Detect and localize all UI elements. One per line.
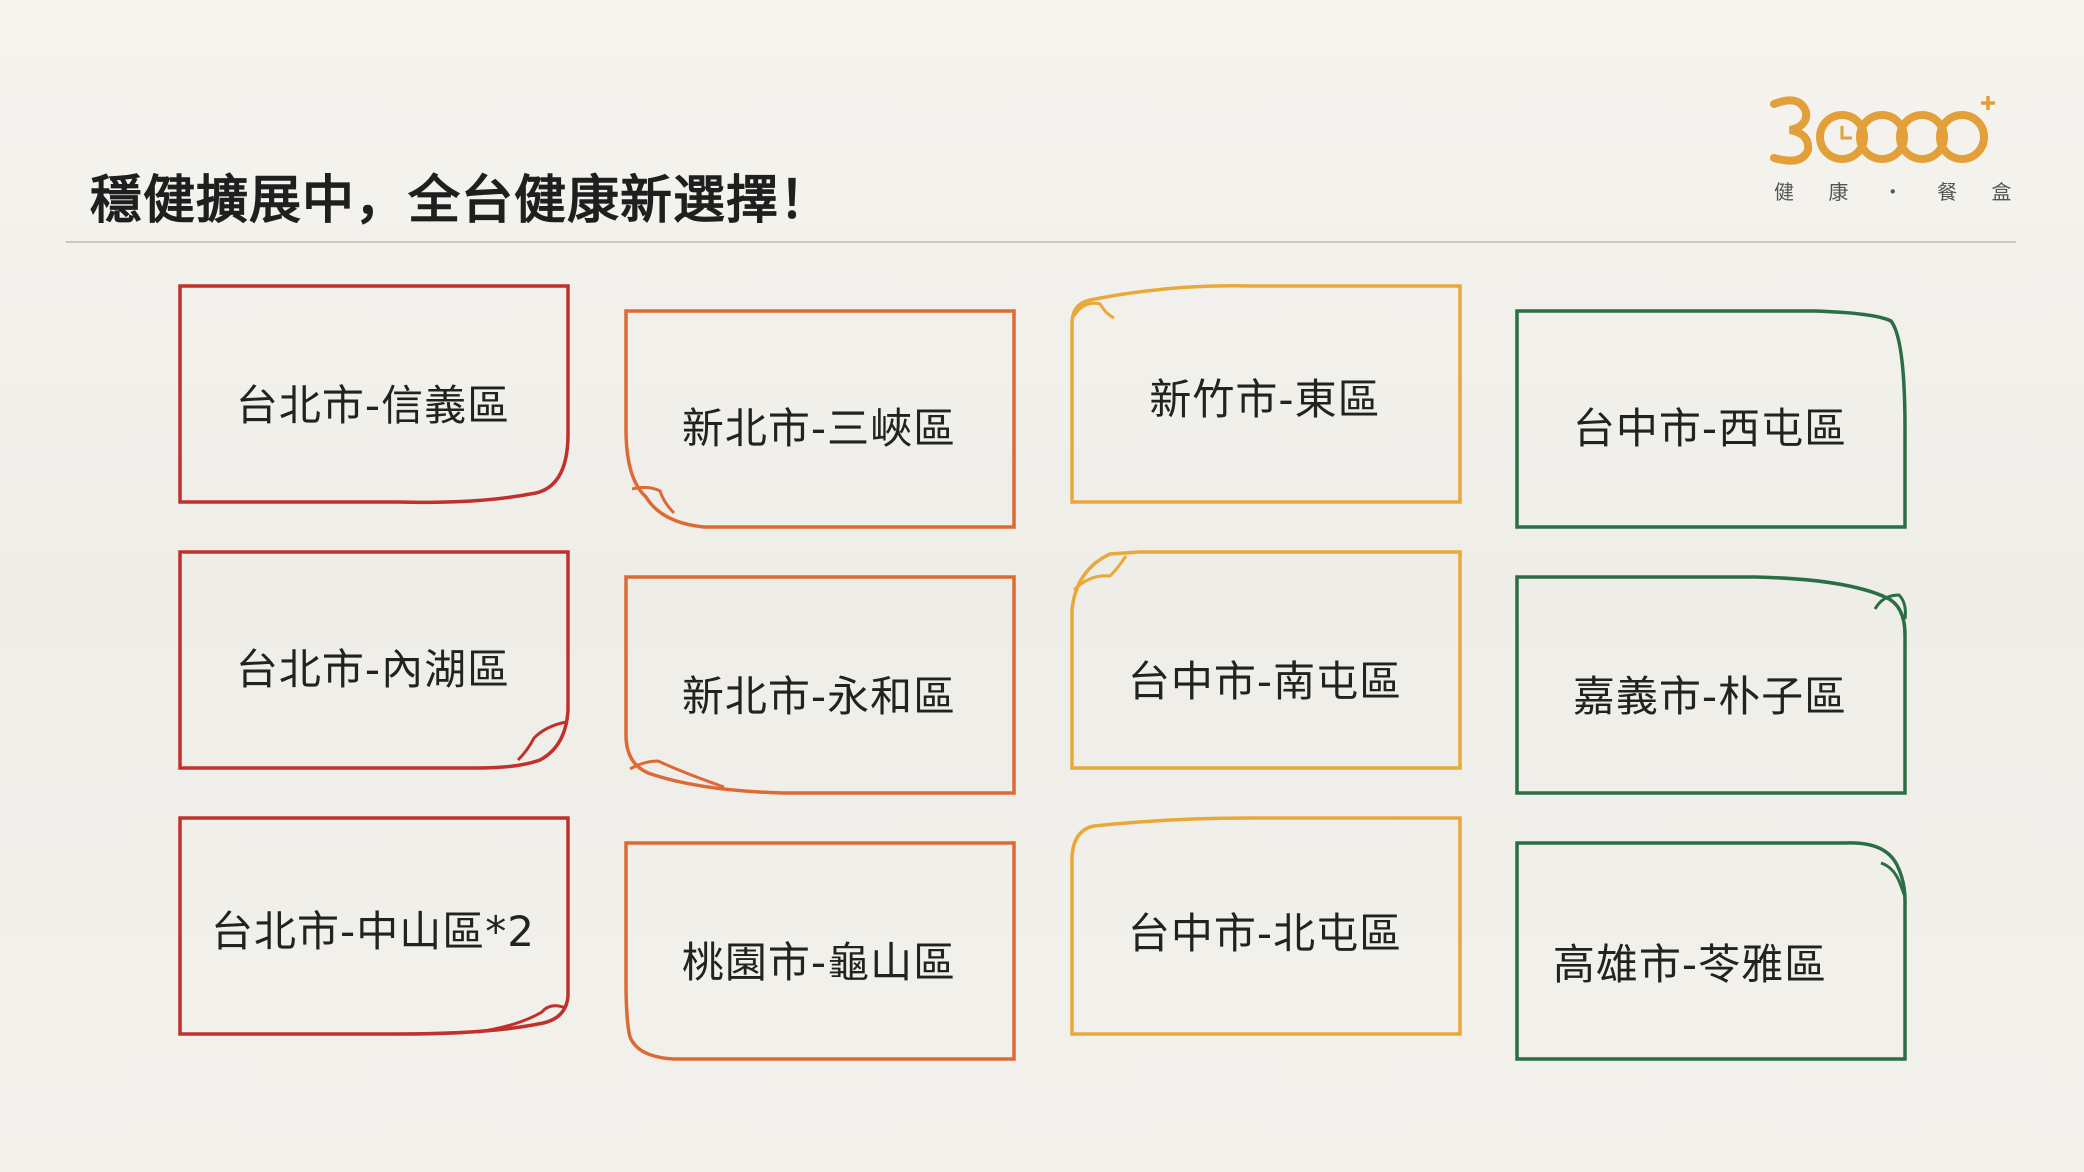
note-frame xyxy=(178,816,570,1036)
page-title: 穩健擴展中，全台健康新選擇！ xyxy=(90,171,833,231)
brand-logo: 健 康 ・ 餐 盒 xyxy=(1760,90,2011,210)
location-label: 台北市-內湖區 xyxy=(235,645,511,694)
location-card: 新北市-三峽區 xyxy=(624,309,1016,529)
note-frame xyxy=(1515,841,1907,1061)
location-card: 台中市-西屯區 xyxy=(1515,309,1907,529)
location-card: 新北市-永和區 xyxy=(624,575,1016,795)
note-frame xyxy=(1070,284,1462,504)
location-label: 新北市-三峽區 xyxy=(681,404,957,453)
location-label: 高雄市-苓雅區 xyxy=(1552,940,1828,989)
note-frame xyxy=(178,550,570,770)
location-label: 台北市-信義區 xyxy=(235,381,511,430)
note-frame xyxy=(624,841,1016,1061)
logo-subtitle: 健 康 ・ 餐 盒 xyxy=(1774,180,2026,204)
location-label: 台北市-中山區*2 xyxy=(211,907,535,956)
location-card: 台北市-信義區 xyxy=(178,284,570,505)
location-card: 台北市-中山區*2 xyxy=(178,816,570,1036)
location-card: 新竹市-東區 xyxy=(1070,284,1462,504)
location-label: 桃園市-龜山區 xyxy=(681,938,957,987)
location-label: 台中市-北屯區 xyxy=(1127,909,1403,958)
location-label: 新北市-永和區 xyxy=(681,672,957,721)
note-frame xyxy=(1515,309,1907,529)
location-card: 桃園市-龜山區 xyxy=(624,841,1016,1061)
title-divider xyxy=(66,241,2016,243)
location-card: 嘉義市-朴子區 xyxy=(1515,575,1907,795)
location-label: 嘉義市-朴子區 xyxy=(1572,672,1848,721)
logo-mark-icon xyxy=(1770,96,1995,165)
note-frame xyxy=(178,284,570,505)
location-label: 新竹市-東區 xyxy=(1149,375,1381,424)
location-card: 台中市-北屯區 xyxy=(1070,816,1462,1036)
note-frame xyxy=(1070,550,1462,770)
location-card: 台北市-內湖區 xyxy=(178,550,570,770)
note-frame xyxy=(1070,816,1462,1036)
location-card: 高雄市-苓雅區 xyxy=(1515,841,1907,1061)
location-card: 台中市-南屯區 xyxy=(1070,550,1462,770)
location-label: 台中市-西屯區 xyxy=(1572,404,1848,453)
note-frame xyxy=(624,309,1016,529)
location-label: 台中市-南屯區 xyxy=(1127,657,1403,706)
note-frame xyxy=(1515,575,1907,795)
note-frame xyxy=(624,575,1016,795)
